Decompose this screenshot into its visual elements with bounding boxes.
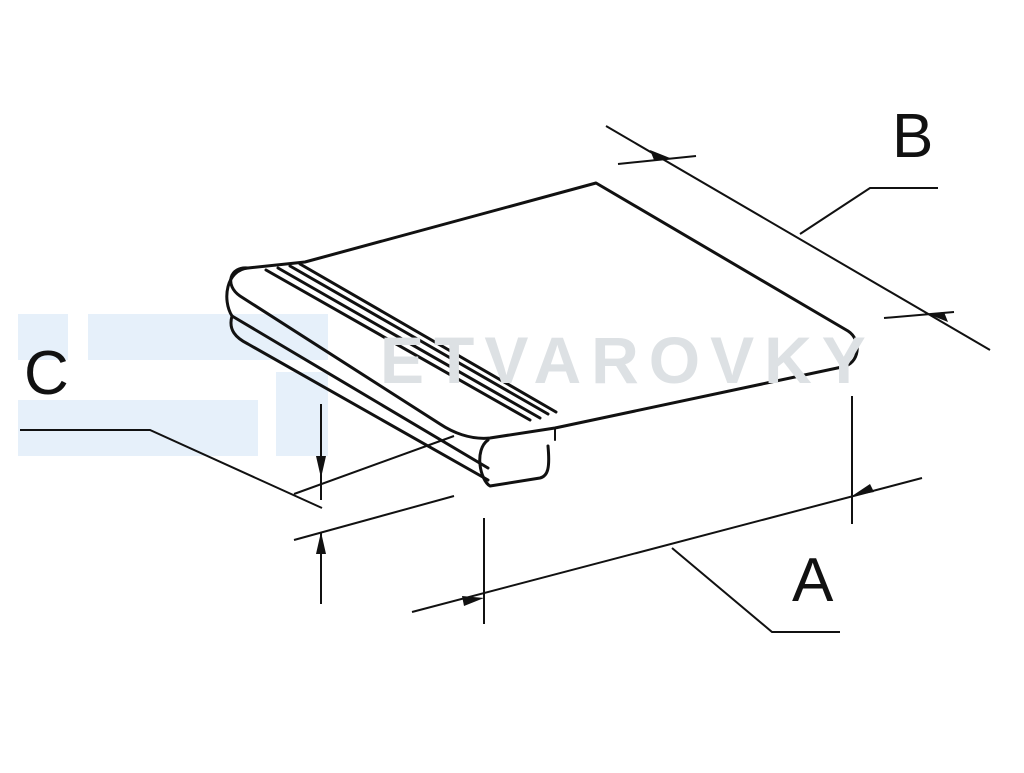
- dim-c-leader: [20, 429, 323, 509]
- dim-b-ext-top: [617, 155, 697, 165]
- dimension-label-a: A: [792, 546, 834, 615]
- arrow-a-left: [462, 596, 484, 606]
- watermark-text: ETVAROVKY: [380, 323, 876, 397]
- dim-c-ext-bottom: [293, 495, 455, 541]
- dim-a-line: [411, 477, 923, 613]
- arrow-a-right: [852, 484, 874, 496]
- groove-2: [276, 266, 542, 420]
- dim-b-leader: [799, 187, 938, 235]
- arrow-c-top: [316, 456, 326, 478]
- dimension-label-b: B: [892, 102, 934, 171]
- dimension-label-c: C: [24, 339, 69, 408]
- arrow-c-bottom: [316, 532, 326, 554]
- dim-a-leader: [671, 547, 840, 633]
- groove-4: [298, 262, 558, 414]
- arrow-b-top: [650, 150, 670, 160]
- dim-b-line: [605, 125, 991, 351]
- arrow-b-bottom: [928, 312, 948, 322]
- nosing-underside: [229, 314, 490, 482]
- nosing-end-block: [478, 438, 551, 488]
- dimension-lines: [20, 125, 991, 633]
- groove-3: [288, 264, 550, 416]
- dimension-arrows: [316, 150, 948, 606]
- groove-1: [264, 268, 532, 422]
